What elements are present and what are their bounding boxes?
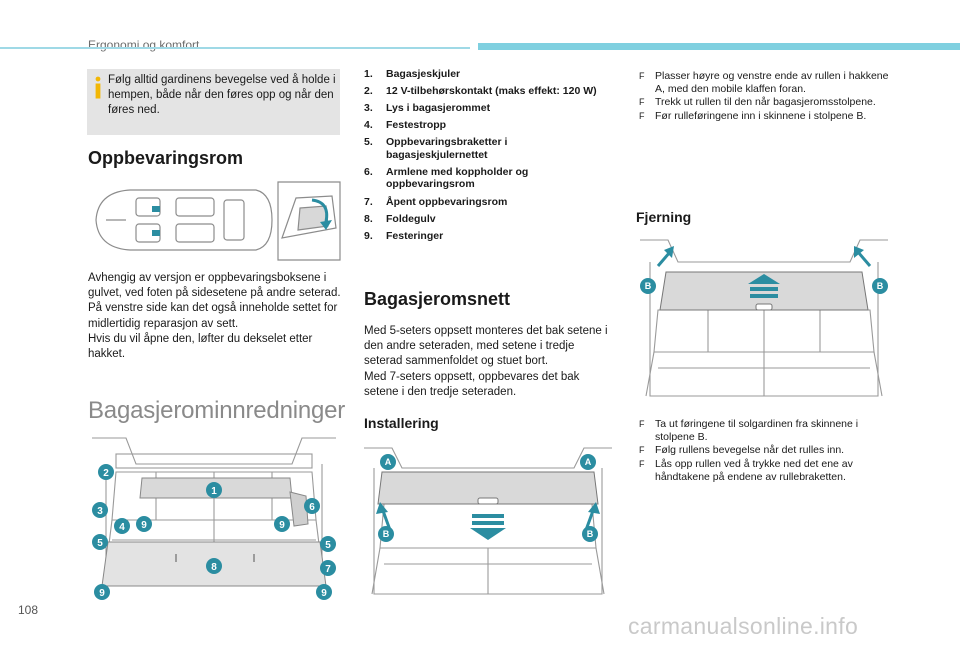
callout-label: 5 [97,538,103,549]
step-marker: F [639,458,645,469]
callout-label: 7 [325,564,331,575]
callout-2: 2 [98,464,114,480]
step-marker: F [639,445,645,456]
header-rule [0,47,470,49]
list-item: 4.Festestropp [364,119,447,132]
callout-b-left: B [378,526,394,542]
boot-fittings-heading: Bagasjerominnredninger [88,397,346,424]
callout-9: 9 [94,584,110,600]
callout-b-right: B [582,526,598,542]
callout-label: 8 [211,562,217,573]
step-marker: F [639,97,645,108]
step-marker: F [639,110,645,121]
running-header: Ergonomi og komfort [88,38,200,52]
callout-a-right: A [580,454,596,470]
removal-illustration: B B [640,239,888,397]
callout-label: A [585,457,592,467]
storage-text: Avhengig av versjon er oppbevaringsbokse… [88,271,343,362]
callout-label: B [587,529,594,539]
callout-label: 3 [97,506,103,517]
tip-text: Følg alltid gardinens bevegelse ved å ho… [108,74,336,117]
list-item: 9.Festeringer [364,229,444,242]
callout-a-left: A [380,454,396,470]
callout-7: 7 [320,560,336,576]
list-item: 8.Foldegulv [364,212,436,225]
storage-illustration [95,181,341,261]
watermark: carmanualsonline.info [628,613,859,639]
boot-net-paragraph: Med 7-seters oppsett, oppbevares det bak… [364,370,580,398]
boot-fittings-illustration: 2 1 3 4 9 9 6 5 5 8 7 9 9 [92,437,336,600]
callout-label: B [383,529,390,539]
callout-b-left: B [640,278,656,294]
list-item: 2.12 V-tilbehørskontakt (maks effekt: 12… [364,85,597,98]
storage-heading: Oppbevaringsrom [88,148,244,168]
header-accent-bar [478,43,960,50]
callout-label: 9 [99,588,105,599]
storage-paragraph: Hvis du vil åpne den, løfter du dekselet… [88,332,313,361]
callout-label: 9 [141,520,147,531]
callout-9: 9 [136,516,152,532]
boot-net-text: Med 5-seters oppsett monteres det bak se… [364,324,614,400]
list-item: 5.Oppbevaringsbraketter i bagasjeskjuler… [364,136,508,161]
callout-label: 5 [325,540,331,551]
callout-9: 9 [274,516,290,532]
storage-paragraph: På venstre side kan det også inneholde s… [88,302,338,330]
info-icon [95,76,101,99]
step-marker: F [639,419,645,429]
callout-4: 4 [114,518,130,534]
storage-paragraph: Avhengig av versjon er oppbevaringsbokse… [88,272,341,300]
callout-8: 8 [206,558,222,574]
callout-6: 6 [304,498,320,514]
removal-heading: Fjerning [636,209,692,225]
boot-net-paragraph: Med 5-seters oppsett monteres det bak se… [364,325,608,368]
installing-heading: Installering [364,415,439,431]
callout-5: 5 [320,536,336,552]
callout-3: 3 [92,502,108,518]
boot-net-heading: Bagasjeromsnett [364,289,511,309]
callout-label: 9 [279,520,285,531]
step-marker: F [639,71,645,81]
boot-fittings-list: 1.Bagasjeskjuler 2.12 V-tilbehørskontakt… [364,68,609,247]
callout-label: 1 [211,486,217,497]
callout-label: 2 [103,468,109,479]
page-number: 108 [18,603,39,617]
installing-illustration: A A B B [364,447,612,595]
callout-label: 9 [321,588,327,599]
list-item: 3.Lys i bagasjerommet [364,102,491,115]
list-item: 7.Åpent oppbevaringsrom [364,195,508,208]
callout-label: 4 [119,522,125,533]
callout-1: 1 [206,482,222,498]
callout-9: 9 [316,584,332,600]
list-item: 6.Armlene med koppholder og oppbevarings… [364,165,529,191]
list-item: 1.Bagasjeskjuler [364,68,461,80]
callout-label: B [877,281,884,291]
tip-box [87,69,340,135]
callout-b-right: B [872,278,888,294]
callout-5: 5 [92,534,108,550]
callout-label: 6 [309,502,315,513]
callout-label: A [385,457,392,467]
callout-label: B [645,281,652,291]
